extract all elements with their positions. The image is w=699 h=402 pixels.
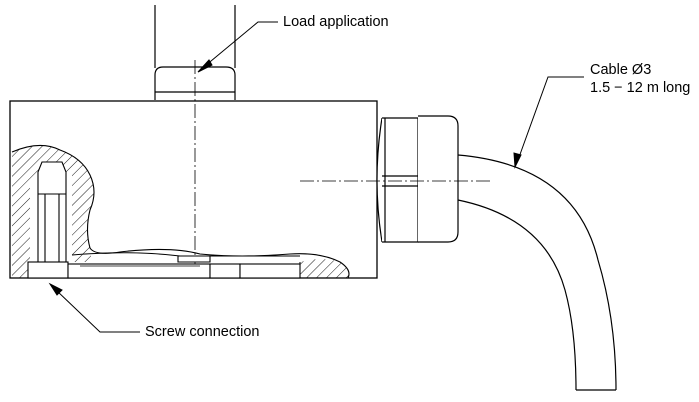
bolt	[37, 161, 67, 262]
cable-diameter-label: Cable Ø3	[590, 62, 652, 78]
cable-length-label: 1.5 − 12 m long	[590, 80, 691, 96]
load-application-label: Load application	[283, 14, 389, 30]
screw-connection-label: Screw connection	[145, 324, 260, 340]
leader-lines	[48, 21, 584, 333]
cable-gland	[376, 115, 459, 243]
cable	[457, 154, 617, 391]
base-plate	[27, 255, 301, 279]
